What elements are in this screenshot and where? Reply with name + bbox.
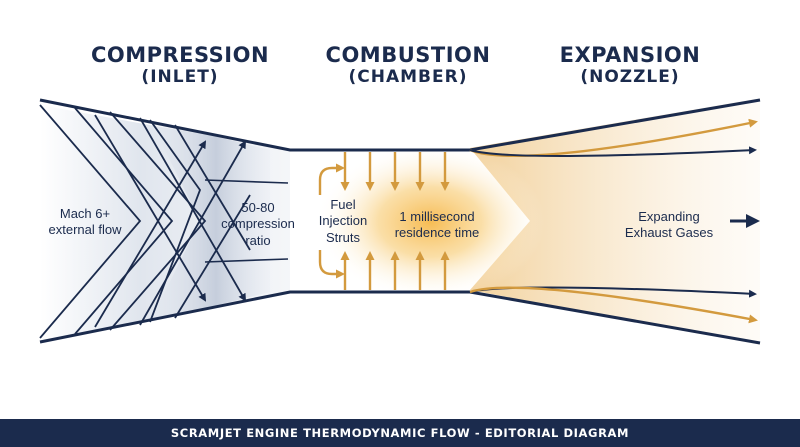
footer-bar bbox=[0, 419, 800, 447]
heading-expansion-title: EXPANSION bbox=[559, 43, 701, 67]
exhaust-plume-shading bbox=[470, 98, 760, 345]
compression-ratio-label: 50-80 compression ratio bbox=[221, 200, 295, 248]
exhaust-label: Expanding Exhaust Gases bbox=[624, 209, 714, 241]
heading-expansion: EXPANSION (NOZZLE) bbox=[530, 43, 730, 87]
inlet-shock-shading bbox=[150, 120, 270, 322]
footer-caption: SCRAMJET ENGINE THERMODYNAMIC FLOW - EDI… bbox=[170, 426, 630, 440]
exhaust-direction-arrow bbox=[730, 214, 760, 228]
residence-time-label: 1 millisecond residence time bbox=[394, 209, 480, 241]
heading-compression-subtitle: (INLET) bbox=[141, 66, 219, 87]
fuel-injection-arrows bbox=[318, 152, 450, 290]
mach-label: Mach 6+ external flow bbox=[48, 206, 122, 238]
heading-compression: COMPRESSION (INLET) bbox=[80, 43, 280, 87]
heading-combustion-subtitle: (CHAMBER) bbox=[348, 66, 468, 87]
heading-combustion-title: COMBUSTION bbox=[325, 43, 491, 67]
heading-compression-title: COMPRESSION bbox=[90, 43, 270, 67]
nozzle-flow-lines bbox=[469, 118, 758, 324]
inlet-shock-lines bbox=[39, 104, 251, 339]
fuel-injection-label: Fuel Injection Struts bbox=[318, 197, 368, 245]
lower-wall bbox=[39, 290, 761, 345]
upper-wall bbox=[39, 98, 761, 152]
inlet-converging-flow bbox=[204, 179, 289, 263]
heading-expansion-subtitle: (NOZZLE) bbox=[580, 66, 680, 87]
heading-combustion: COMBUSTION (CHAMBER) bbox=[308, 43, 508, 87]
